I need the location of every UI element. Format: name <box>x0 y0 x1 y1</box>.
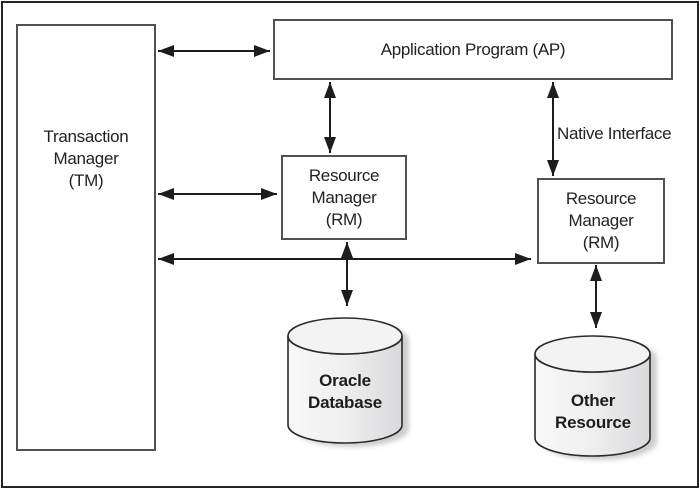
oracle-database-label: Oracle Database <box>308 371 382 412</box>
rm-right-label: Resource Manager (RM) <box>565 189 637 252</box>
oracle-database-cylinder <box>287 317 403 444</box>
other-resource-cylinder <box>534 335 651 457</box>
rm-middle-label: Resource Manager (RM) <box>308 165 380 229</box>
other-resource-cylinder-top <box>534 335 651 373</box>
native-interface-label: Native Interface <box>557 124 672 143</box>
tm-label: Transaction Manager (TM) <box>43 127 129 190</box>
ap-label: Application Program (AP) <box>380 39 566 59</box>
oracle-database-cylinder-top <box>287 317 403 355</box>
ap-box: Application Program (AP) <box>273 19 673 80</box>
tm-box: Transaction Manager (TM) <box>16 24 156 451</box>
rm-right-box: Resource Manager (RM) <box>537 178 665 264</box>
other-resource-label: Other Resource <box>555 391 631 432</box>
rm-middle-box: Resource Manager (RM) <box>281 155 407 240</box>
